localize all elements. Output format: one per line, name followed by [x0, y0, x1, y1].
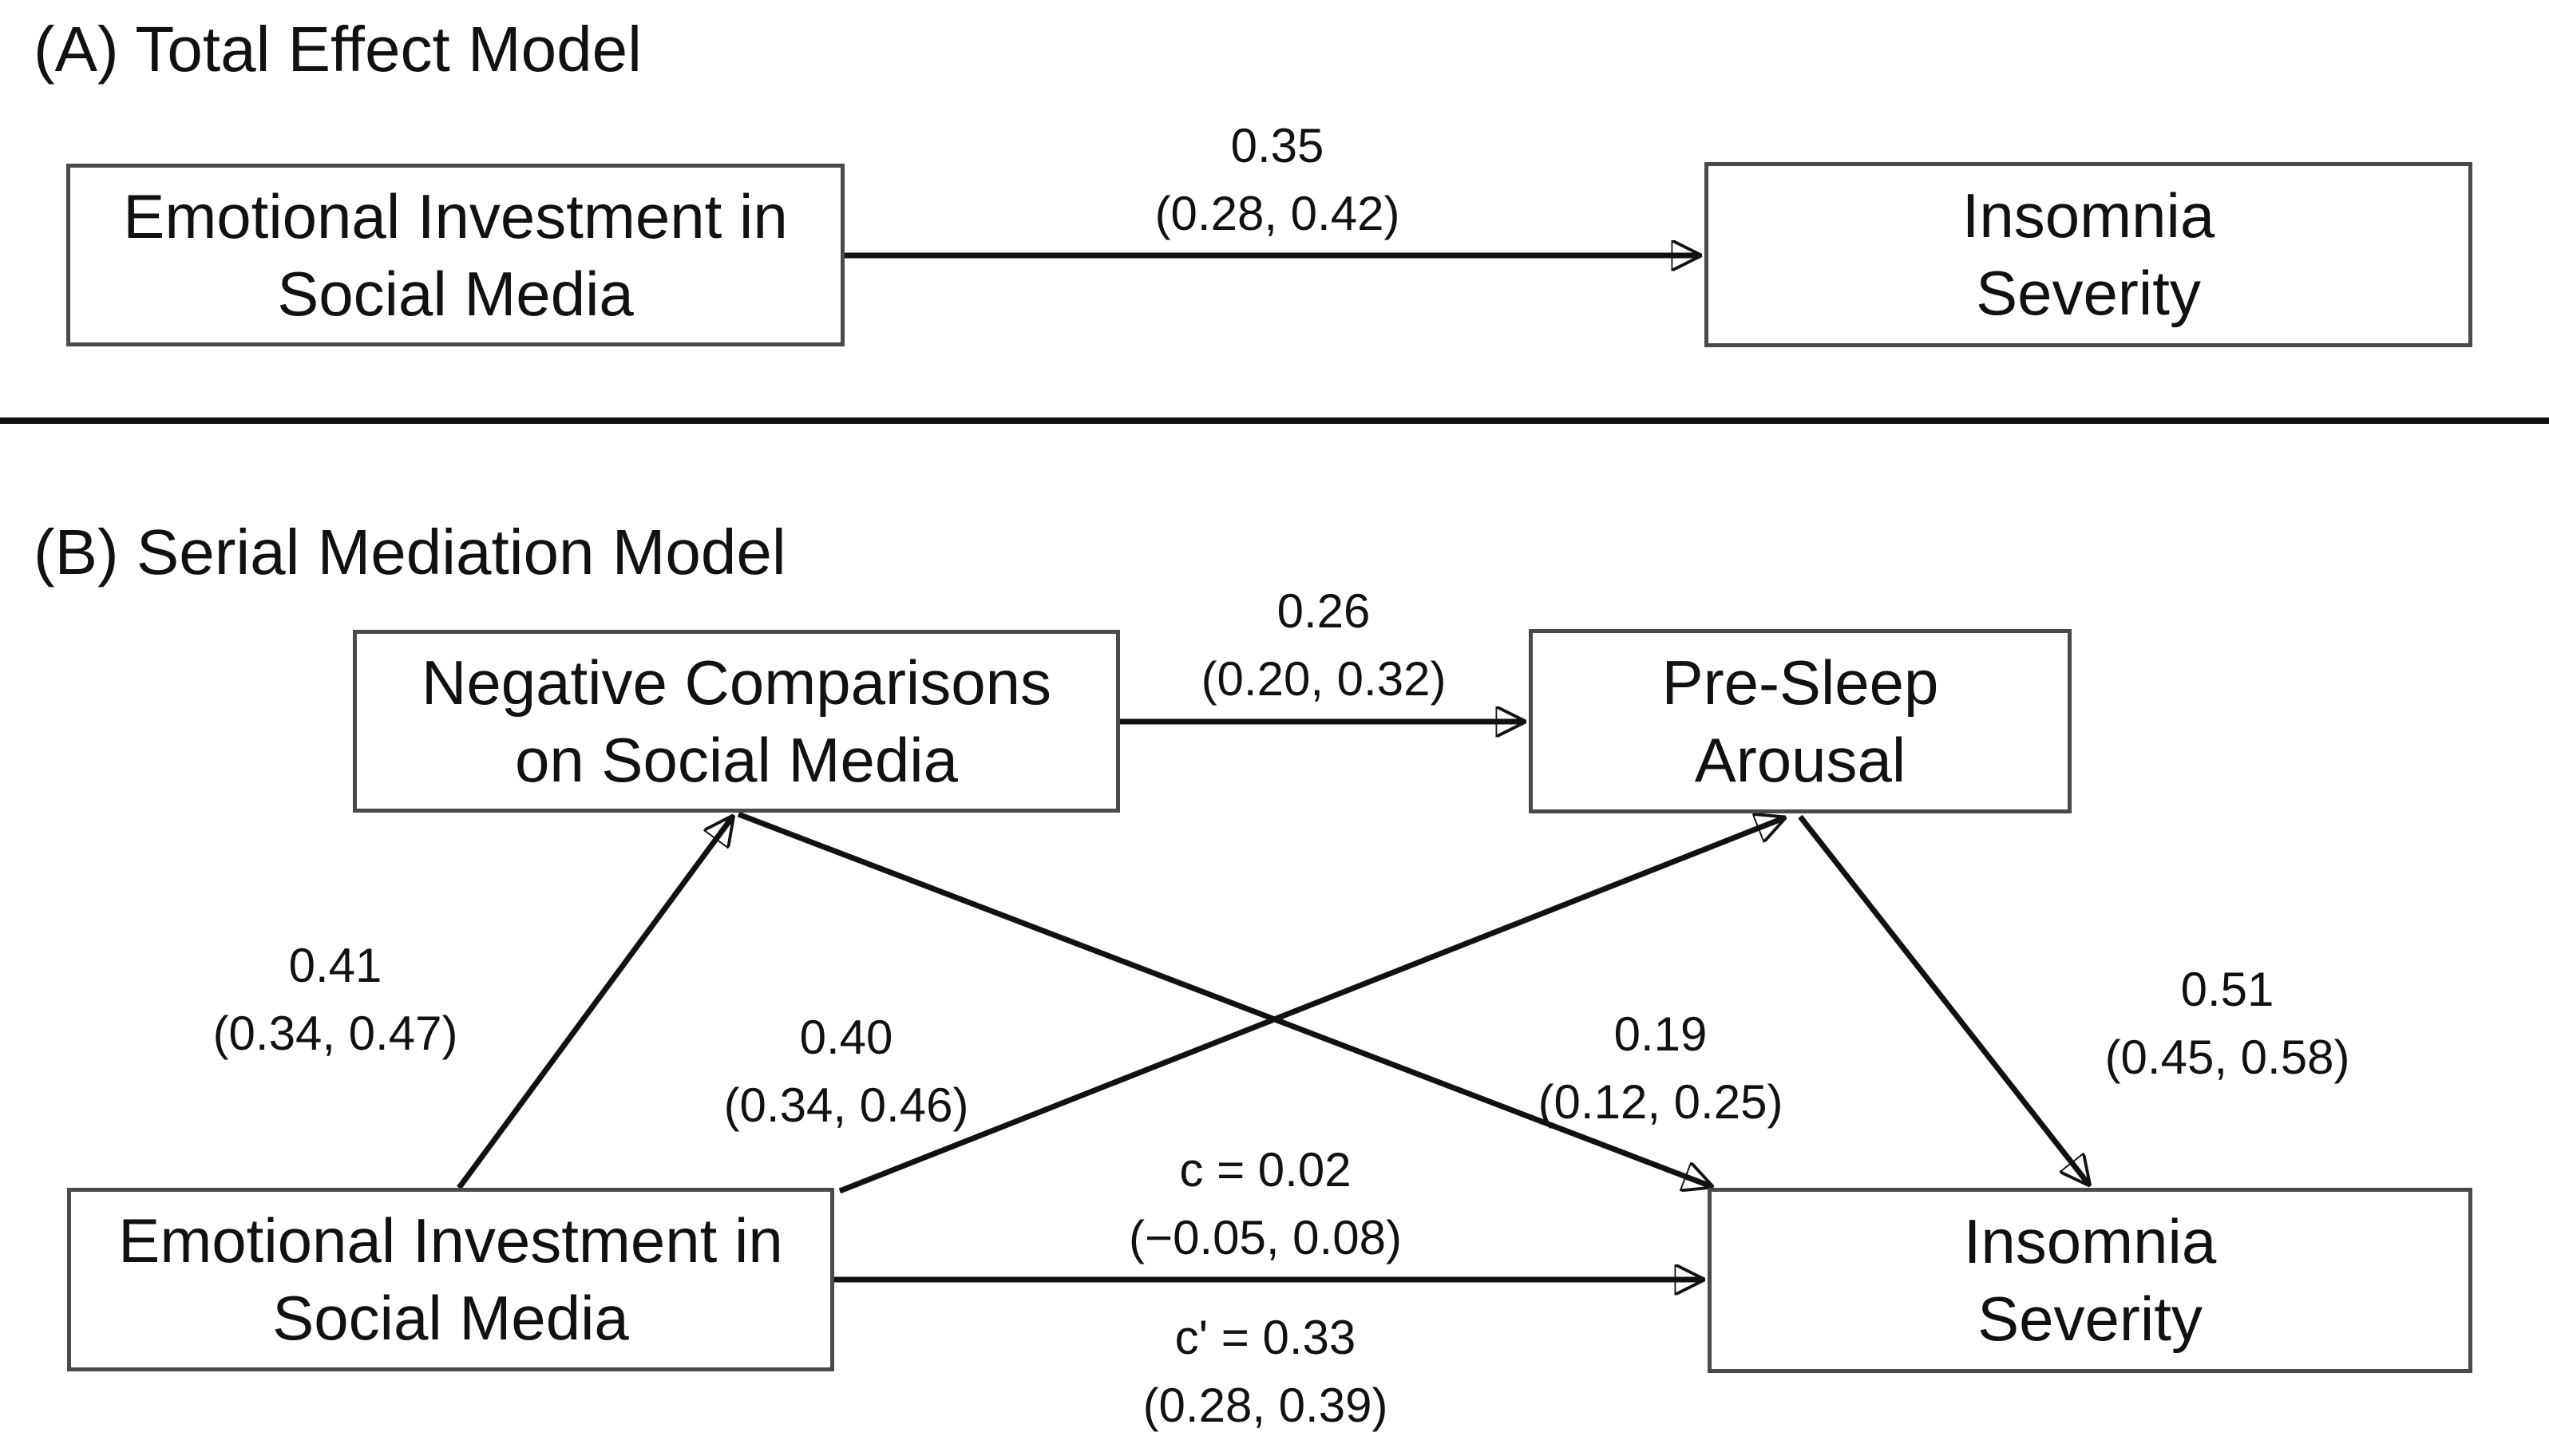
label-total-c-coef: c = 0.02 [1179, 1143, 1352, 1197]
label-x-to-m2-coef: 0.40 [799, 1011, 893, 1064]
box-b-negative-comparisons: Negative Comparisons on Social Media [353, 630, 1120, 813]
box-b-pre-sleep-arousal: Pre-Sleep Arousal [1529, 629, 2072, 813]
label-x-to-m2: 0.40 (0.34, 0.46) [724, 1003, 969, 1139]
box-b-emotional-investment: Emotional Investment in Social Media [67, 1188, 834, 1371]
label-m1-to-m2-coef: 0.26 [1276, 584, 1371, 638]
label-x-to-m2-ci: (0.34, 0.46) [723, 1078, 969, 1132]
label-total-c-ci: (−0.05, 0.08) [1129, 1211, 1402, 1264]
arrow-m1-to-y [737, 811, 1711, 1186]
section-b-title: (B) Serial Mediation Model [34, 516, 786, 588]
label-direct-c-prime-coef: c' = 0.33 [1174, 1311, 1356, 1364]
arrow-m2-to-y [1798, 814, 2088, 1184]
label-x-to-m1-ci: (0.34, 0.47) [212, 1007, 458, 1060]
label-m1-to-m2-ci: (0.20, 0.32) [1201, 652, 1447, 706]
box-a-emotional-investment-line1: Emotional Investment in [123, 180, 788, 251]
arrow-x-to-m2 [838, 818, 1783, 1194]
box-b-insomnia-severity-line2: Severity [1977, 1284, 2203, 1354]
box-b-pre-sleep-arousal-line1: Pre-Sleep [1661, 647, 1939, 718]
label-total-effect: 0.35 (0.28, 0.42) [1155, 112, 1400, 247]
box-a-emotional-investment-line2: Social Media [277, 258, 634, 329]
box-b-negative-comparisons-line1: Negative Comparisons [421, 647, 1052, 718]
box-b-emotional-investment-line1: Emotional Investment in [118, 1205, 783, 1276]
label-direct-c-prime-ci: (0.28, 0.39) [1142, 1379, 1388, 1432]
label-total-c: c = 0.02 (−0.05, 0.08) [1129, 1136, 1402, 1272]
section-a-title: (A) Total Effect Model [34, 14, 642, 85]
label-m1-to-y-ci: (0.12, 0.25) [1538, 1075, 1783, 1129]
box-b-emotional-investment-line2: Social Media [272, 1283, 629, 1353]
box-b-insomnia-severity: Insomnia Severity [1708, 1188, 2472, 1373]
arrow-x-to-m1 [457, 817, 732, 1190]
box-a-insomnia-severity-line2: Severity [1976, 258, 2201, 328]
label-total-effect-coef: 0.35 [1230, 119, 1324, 172]
label-x-to-m1: 0.41 (0.34, 0.47) [213, 932, 458, 1067]
box-b-pre-sleep-arousal-line2: Arousal [1694, 724, 1906, 795]
label-m2-to-y-ci: (0.45, 0.58) [2104, 1031, 2350, 1084]
box-a-insomnia-severity-line1: Insomnia [1961, 180, 2215, 251]
label-direct-c-prime: c' = 0.33 (0.28, 0.39) [1143, 1304, 1388, 1439]
box-a-emotional-investment: Emotional Investment in Social Media [66, 164, 845, 346]
box-b-negative-comparisons-line2: on Social Media [515, 724, 958, 795]
label-m1-to-y: 0.19 (0.12, 0.25) [1538, 1000, 1783, 1136]
box-a-insomnia-severity: Insomnia Severity [1704, 162, 2472, 347]
box-b-insomnia-severity-line1: Insomnia [1963, 1206, 2217, 1277]
label-m2-to-y: 0.51 (0.45, 0.58) [2105, 956, 2350, 1091]
label-x-to-m1-coef: 0.41 [288, 939, 382, 992]
label-m2-to-y-coef: 0.51 [2180, 963, 2274, 1016]
label-m1-to-m2: 0.26 (0.20, 0.32) [1201, 577, 1447, 713]
label-m1-to-y-coef: 0.19 [1613, 1007, 1708, 1061]
label-total-effect-ci: (0.28, 0.42) [1154, 187, 1400, 240]
